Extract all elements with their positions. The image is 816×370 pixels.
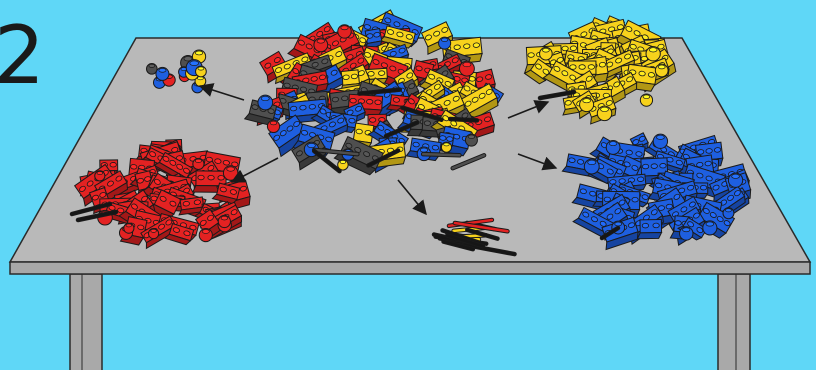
round-piece [606,141,620,155]
round-piece [680,227,693,240]
round-piece [723,208,734,219]
round-piece [193,158,204,169]
table-leg-left [70,274,102,370]
round-piece [196,66,207,77]
round-piece [584,159,599,174]
round-piece [223,166,237,180]
round-piece [267,120,279,132]
round-piece [441,142,451,152]
round-piece [540,47,553,60]
round-piece [156,67,169,80]
round-piece [655,64,668,77]
round-piece [653,134,667,148]
round-piece [124,223,134,233]
table-edge [10,262,810,274]
brick [637,219,662,238]
round-piece [218,215,230,227]
round-piece [640,94,652,106]
round-piece [199,229,212,242]
round-piece [338,25,351,38]
round-piece [459,61,474,76]
pile-mixed [245,10,504,176]
round-piece [703,221,717,235]
round-piece [580,98,594,112]
table-legs [70,274,750,370]
round-piece [465,134,477,146]
round-piece [314,38,328,52]
table-leg-right [718,274,750,370]
round-piece [646,47,660,61]
round-piece [258,95,273,110]
round-piece [439,37,451,49]
round-piece [146,64,157,75]
round-piece [597,106,611,120]
round-piece [148,229,158,239]
round-piece [95,171,105,181]
round-piece [728,173,742,187]
